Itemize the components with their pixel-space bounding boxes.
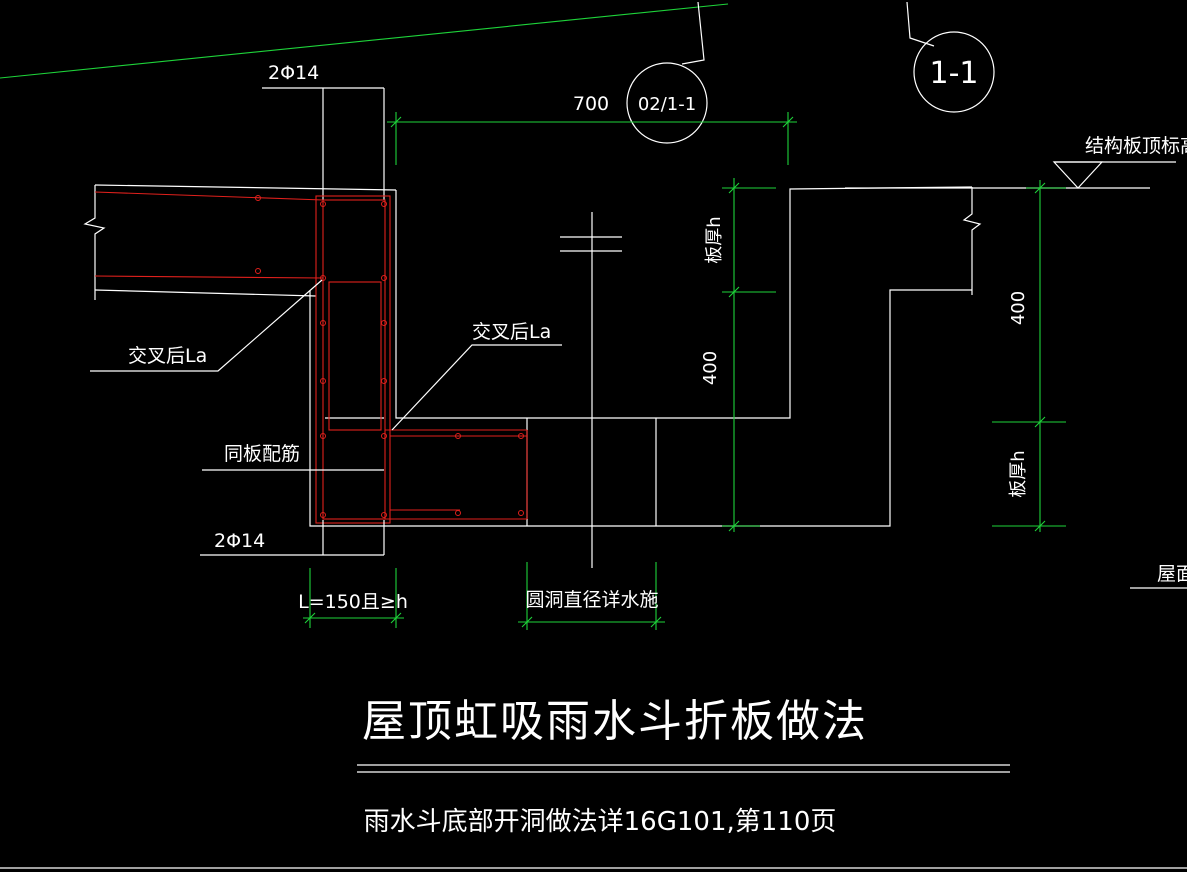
drawing-title: 屋顶虹吸雨水斗折板做法 bbox=[362, 696, 868, 747]
same-as-slab-label: 同板配筋 bbox=[224, 443, 300, 465]
elevation-label: 结构板顶标高 bbox=[1085, 135, 1187, 157]
roof-partial-label: 屋面 bbox=[1157, 563, 1187, 585]
left-roof-slab bbox=[83, 184, 397, 300]
rebar-cage bbox=[94, 191, 528, 524]
callout-leader-small bbox=[681, 1, 705, 65]
dim-left-vertical bbox=[722, 178, 776, 532]
rebar-dots bbox=[255, 195, 524, 518]
rebar-bottom-label: 2Φ14 bbox=[214, 530, 265, 552]
folded-slab-outline bbox=[309, 186, 982, 527]
drawing-subtitle: 雨水斗底部开洞做法详16G101,第110页 bbox=[364, 807, 837, 837]
dim-slab-thickness-lower-text: 板厚h bbox=[1008, 450, 1029, 497]
dim-right-vertical bbox=[992, 180, 1066, 532]
dim-hole-diameter bbox=[518, 562, 665, 630]
elevation-marker bbox=[1052, 161, 1104, 189]
section-callout-large: 1-1 bbox=[913, 31, 995, 113]
dim-drop-height-right-text: 400 bbox=[1008, 291, 1029, 325]
grid-axis-line bbox=[0, 3, 729, 79]
section-callout-large-text: 1-1 bbox=[930, 56, 979, 91]
dim-drop-height-left-text: 400 bbox=[700, 351, 721, 385]
lap-right-label: 交叉后La bbox=[472, 321, 551, 343]
drain-centerline bbox=[560, 212, 622, 568]
dim-anchor-length-text: L=150且≥h bbox=[298, 591, 408, 613]
lap-left-label: 交叉后La bbox=[128, 345, 207, 367]
rebar-top-label: 2Φ14 bbox=[268, 62, 319, 84]
lap-left-leader bbox=[90, 279, 323, 372]
dim-top-width-text: 700 bbox=[573, 93, 609, 115]
dim-hole-diameter-text: 圆洞直径详水施 bbox=[525, 589, 658, 611]
section-callout-small: 02/1-1 bbox=[626, 62, 708, 144]
dim-slab-thickness-upper-text: 板厚h bbox=[704, 216, 725, 263]
dim-top-width bbox=[387, 112, 797, 165]
dim-anchor-length bbox=[303, 568, 404, 628]
section-callout-small-text: 02/1-1 bbox=[638, 94, 696, 115]
lap-right-leader bbox=[391, 344, 562, 431]
